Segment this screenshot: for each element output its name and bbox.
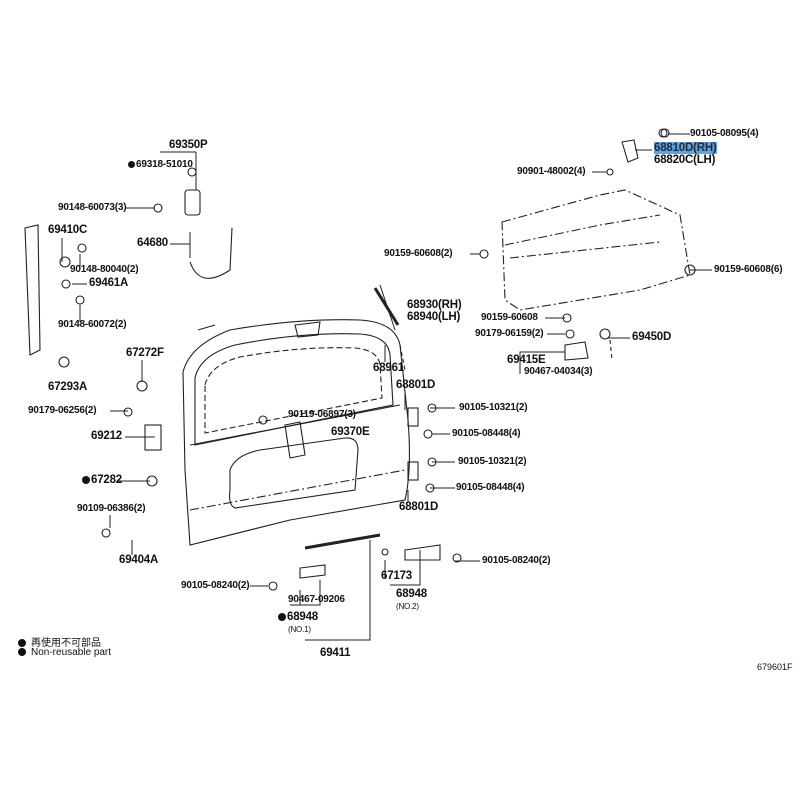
part-label-90179-06256[interactable]: 90179-06256(2) [28, 405, 97, 416]
part-label-90105-10321-upper[interactable]: 90105-10321(2) [459, 402, 528, 413]
non-reusable-dot-icon [18, 648, 26, 656]
part-label-90105-08240[interactable]: 90105-08240(2) [181, 580, 250, 591]
leader-lines [61, 133, 712, 641]
part-label-90148-80040[interactable]: 90148-80040(2) [70, 264, 139, 275]
part-label-90179-06159[interactable]: 90179-06159(2) [475, 328, 544, 339]
part-label-90159-60608[interactable]: 90159-60608 [481, 312, 538, 323]
legend-text: 再使用不可部品 [31, 638, 101, 649]
part-label-69411[interactable]: 69411 [320, 647, 351, 659]
part-label-90105-08448-lower[interactable]: 90105-08448(4) [456, 482, 525, 493]
part-number-text: 69318-51010 [136, 159, 193, 170]
part-label-90109-06386[interactable]: 90109-06386(2) [77, 503, 146, 514]
part-label-90105-08240-right[interactable]: 90105-08240(2) [482, 555, 551, 566]
legend-text: Non-reusable part [31, 647, 112, 658]
non-reusable-dot-icon [278, 613, 286, 621]
part-label-68961[interactable]: 68961 [373, 362, 404, 374]
part-label-68801D-upper[interactable]: 68801D [396, 379, 436, 391]
part-label-69461A[interactable]: 69461A [89, 277, 129, 289]
part-label-90119-06897[interactable]: 90119-06897(3) [288, 409, 356, 420]
part-label-69404A[interactable]: 69404A [119, 554, 159, 566]
part-label-90159-60608-6[interactable]: 90159-60608(6) [714, 264, 783, 275]
back-window-glass [501, 189, 691, 311]
part-label-68801D-lower[interactable]: 68801D [399, 501, 439, 513]
part-label-90467-04034[interactable]: 90467-04034(3) [524, 366, 593, 377]
part-label-90148-60072[interactable]: 90148-60072(2) [58, 319, 127, 330]
part-label-68810D-selected[interactable]: 68810D(RH) [654, 142, 717, 154]
part-label-68948-no1[interactable]: 68948 [278, 611, 318, 623]
part-label-90901-48002[interactable]: 90901-48002(4) [517, 166, 586, 177]
part-label-90105-08448-upper[interactable]: 90105-08448(4) [452, 428, 521, 439]
back-door-panel [182, 319, 410, 546]
part-label-67282[interactable]: 67282 [82, 474, 122, 486]
part-label-90467-09206[interactable]: 90467-09206 [288, 594, 345, 605]
part-label-64680[interactable]: 64680 [137, 237, 168, 249]
legend-english: Non-reusable part [18, 647, 111, 658]
legend-japanese: 再使用不可部品 [18, 634, 101, 649]
part-label-69370E[interactable]: 69370E [331, 426, 370, 438]
part-label-90159-60608-2[interactable]: 90159-60608(2) [384, 248, 453, 259]
fasteners [58, 128, 696, 591]
part-label-68948-no2[interactable]: 68948 [396, 588, 427, 600]
non-reusable-dot-icon [18, 639, 26, 647]
part-label-90148-60073[interactable]: 90148-60073(3) [58, 202, 127, 213]
part-label-69450D[interactable]: 69450D [632, 331, 672, 343]
part-label-67173[interactable]: 67173 [381, 570, 412, 582]
part-label-68820C[interactable]: 68820C(LH) [654, 154, 716, 166]
part-label-68930[interactable]: 68930(RH) [407, 299, 462, 311]
figure-code: 679601F [757, 662, 793, 672]
part-sublabel-no1: (NO.1) [288, 625, 311, 634]
part-label-69350P[interactable]: 69350P [169, 139, 208, 151]
part-label-90105-08095[interactable]: 90105-08095(4) [690, 128, 759, 139]
part-number-text: 67282 [91, 474, 122, 486]
non-reusable-dot-icon [82, 476, 90, 484]
part-label-69415E[interactable]: 69415E [507, 354, 546, 366]
part-label-69410C[interactable]: 69410C [48, 224, 88, 236]
part-label-90105-10321-lower[interactable]: 90105-10321(2) [458, 456, 527, 467]
part-label-67293A[interactable]: 67293A [48, 381, 88, 393]
non-reusable-dot-icon [128, 161, 135, 168]
part-label-67272F[interactable]: 67272F [126, 347, 164, 359]
part-label-69318-51010[interactable]: 69318-51010 [128, 159, 193, 171]
components [24, 189, 613, 579]
part-number-text: 68948 [287, 611, 318, 623]
part-label-68940[interactable]: 68940(LH) [407, 311, 461, 323]
part-sublabel-no2: (NO.2) [396, 602, 419, 611]
part-label-69212[interactable]: 69212 [91, 430, 122, 442]
